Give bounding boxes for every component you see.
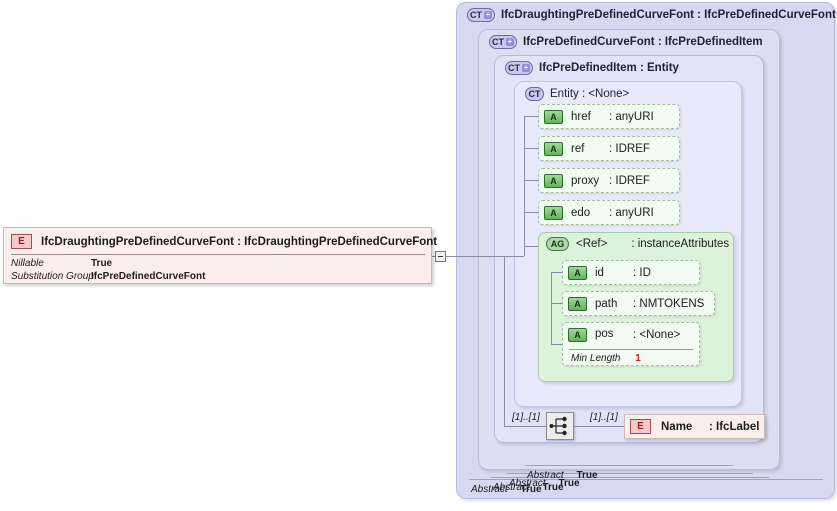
property-substitution-group-value: IfcPreDefinedCurveFont (91, 271, 206, 282)
connector-line (524, 246, 538, 247)
attribute-group-type: : instanceAttributes (631, 238, 730, 250)
container-header-entity: CT Entity : <None> (525, 87, 629, 101)
element-icon: E (630, 419, 651, 434)
attribute-type: : ID (633, 266, 651, 279)
connector-line (574, 426, 624, 427)
divider (491, 477, 769, 478)
attribute-name: id (595, 266, 604, 279)
attribute-name: ref (571, 142, 585, 155)
collapse-toggle[interactable] (435, 251, 446, 262)
attribute-name: href (571, 110, 591, 123)
attribute-icon: A (544, 141, 563, 156)
attribute-icon: A (568, 265, 587, 280)
connector-line (551, 272, 552, 344)
divider (11, 254, 425, 255)
connector-line (524, 180, 538, 181)
element-box-header: E IfcDraughtingPreDefinedCurveFont : Ifc… (11, 234, 437, 249)
cardinality-left: [1]..[1] (512, 412, 540, 423)
cardinality-right: [1]..[1] (590, 412, 618, 423)
element-type: : IfcLabel (709, 420, 760, 433)
attribute-group-icon: AG (546, 237, 569, 251)
attribute-group-name: <Ref> (576, 238, 608, 250)
attribute-proxy[interactable]: A proxy : IDREF (538, 168, 680, 193)
sequence-glyph (549, 416, 567, 436)
container-header-level1: CT+ IfcDraughtingPreDefinedCurveFont : I… (467, 8, 836, 22)
facet-min-length: Min Length 1 (571, 353, 641, 364)
element-name[interactable]: E Name : IfcLabel (624, 414, 765, 439)
sequence-compositor-icon[interactable] (546, 412, 574, 440)
container-title-level1: IfcDraughtingPreDefinedCurveFont : IfcPr… (501, 9, 836, 21)
complex-type-icon: CT+ (489, 35, 517, 49)
element-box-ifcdraughtingpredefinedcurvefont[interactable]: E IfcDraughtingPreDefinedCurveFont : Ifc… (3, 227, 437, 284)
attribute-type: : IDREF (609, 142, 650, 155)
attribute-name: pos (595, 328, 614, 340)
abstract-row-entity: Abstract True (527, 470, 598, 481)
attribute-type: : IDREF (609, 174, 650, 187)
attribute-ref[interactable]: A ref : IDREF (538, 136, 680, 161)
connector-line (524, 212, 538, 213)
attribute-pos[interactable]: A pos : <None> Min Length 1 (562, 322, 700, 366)
attribute-path[interactable]: A path : NMTOKENS (562, 291, 715, 316)
attribute-name: proxy (571, 174, 600, 187)
minus-icon (438, 256, 443, 257)
property-nillable: Nillable (11, 258, 44, 269)
connector-line (504, 256, 505, 426)
connector-line (504, 426, 546, 427)
attribute-icon: A (568, 328, 587, 342)
container-header-level3: CT+ IfcPreDefinedItem : Entity (505, 61, 679, 75)
connector-line (551, 303, 562, 304)
element-box-title: IfcDraughtingPreDefinedCurveFont : IfcDr… (41, 235, 438, 248)
attribute-id[interactable]: A id : ID (562, 260, 700, 285)
abstract-row-level3: Abstract True (509, 478, 580, 489)
attribute-name: edo (571, 206, 591, 219)
attribute-icon: A (544, 205, 563, 220)
element-label: Name (661, 420, 693, 433)
container-header-level2: CT+ IfcPreDefinedCurveFont : IfcPreDefin… (489, 35, 763, 49)
attribute-icon: A (544, 173, 563, 188)
divider (525, 465, 733, 466)
attribute-type: : anyURI (609, 110, 654, 123)
attribute-type: : NMTOKENS (633, 297, 705, 310)
complex-type-icon: CT (525, 87, 544, 101)
attribute-group-header: AG <Ref> : instanceAttributes (546, 237, 729, 251)
attribute-type: : <None> (633, 329, 681, 341)
attribute-name: path (595, 297, 618, 310)
divider (569, 349, 693, 350)
attribute-type: : anyURI (609, 206, 654, 219)
complex-type-icon: CT+ (505, 61, 533, 75)
connector-line (551, 272, 562, 273)
attribute-href[interactable]: A href : anyURI (538, 104, 680, 129)
connector-line (524, 116, 525, 256)
abstract-row-level1: Abstract True (471, 484, 542, 495)
attribute-icon: A (544, 109, 563, 124)
container-title-level3: IfcPreDefinedItem : Entity (539, 62, 679, 74)
attribute-edo[interactable]: A edo : anyURI (538, 200, 680, 225)
attribute-icon: A (568, 296, 587, 311)
connector-line (446, 256, 504, 257)
divider (507, 473, 753, 474)
connector-line (524, 148, 538, 149)
connector-line (504, 256, 524, 257)
abstract-row-level2: Abstract True (493, 482, 564, 493)
connector-line (551, 344, 562, 345)
connector-line (524, 116, 538, 117)
complex-type-icon: CT+ (467, 8, 495, 22)
container-title-entity: Entity : <None> (550, 88, 630, 100)
element-icon: E (11, 234, 32, 249)
divider (469, 479, 823, 480)
property-substitution-group: Substitution Group (11, 271, 94, 282)
property-nillable-value: True (91, 258, 113, 269)
container-title-level2: IfcPreDefinedCurveFont : IfcPreDefinedIt… (523, 36, 763, 48)
